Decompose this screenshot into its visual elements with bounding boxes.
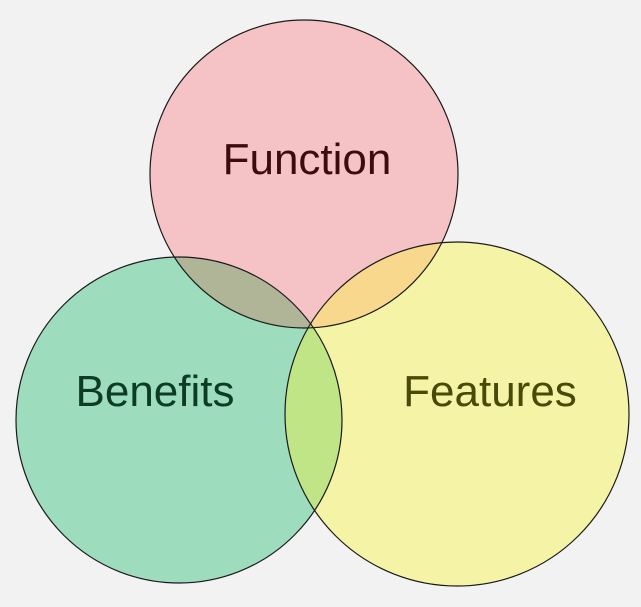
- label-function: Function: [223, 135, 392, 184]
- label-features: Features: [403, 367, 577, 416]
- label-benefits: Benefits: [76, 367, 235, 416]
